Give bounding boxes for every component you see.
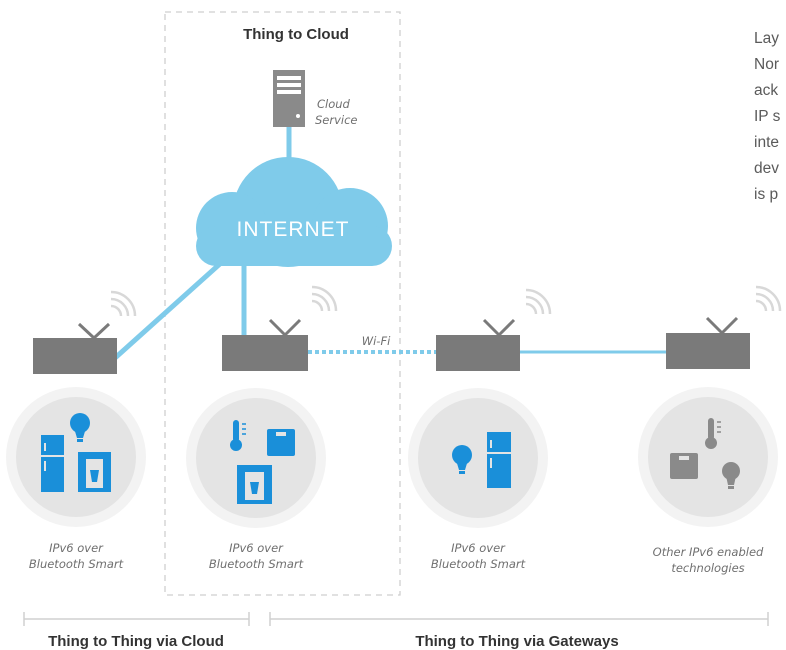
side-text-line: IP s: [754, 108, 781, 125]
wireless-signal-icon: [110, 290, 137, 317]
thermometer-icon: [705, 418, 721, 449]
side-text-line: Lay: [754, 30, 779, 47]
device-group-4: [638, 387, 778, 527]
cloud-to-gateway1-link: [113, 260, 224, 360]
device-group-3: [408, 388, 548, 528]
bracket-label-via-cloud: Thing to Thing via Cloud: [48, 633, 224, 650]
gateway-2: [222, 285, 338, 371]
device-group-caption: Bluetooth Smart: [209, 557, 304, 571]
wireless-signal-icon: [311, 285, 338, 312]
internet-cloud-icon: [196, 157, 392, 267]
coffee-machine-icon: [237, 465, 272, 504]
internet-label: INTERNET: [237, 218, 350, 241]
wifi-label: Wi-Fi: [362, 334, 391, 348]
thing-to-cloud-title: Thing to Cloud: [243, 26, 349, 43]
gateway-3: [436, 288, 552, 371]
scale-icon: [670, 453, 698, 479]
device-group-caption: IPv6 over: [451, 541, 506, 555]
scale-icon: [267, 429, 295, 456]
side-text-line: dev: [754, 160, 779, 177]
server-icon: [273, 70, 305, 127]
side-text-line: is p: [754, 186, 778, 203]
gateway-4: [666, 285, 782, 369]
thermometer-icon: [230, 420, 246, 451]
cloud-service-label: Cloud: [317, 97, 351, 111]
bracket-thing-to-thing-via-cloud: [23, 612, 250, 626]
wireless-signal-icon: [525, 288, 552, 315]
side-text-line: Nor: [754, 56, 779, 73]
refrigerator-icon: [487, 432, 511, 488]
device-group-caption: Other IPv6 enabled: [653, 545, 764, 559]
gateway-1: [33, 290, 137, 374]
thing-to-cloud-region: [164, 11, 401, 596]
device-group-2: [186, 388, 326, 528]
light-bulb-icon: [70, 413, 90, 442]
wireless-signal-icon: [755, 285, 782, 312]
device-group-caption: IPv6 over: [49, 541, 104, 555]
bracket-label-via-gateways: Thing to Thing via Gateways: [415, 633, 618, 650]
device-group-caption: technologies: [671, 561, 744, 575]
device-group-1: [6, 387, 146, 527]
bracket-thing-to-thing-via-gateways: [269, 612, 769, 626]
device-group-caption: Bluetooth Smart: [431, 557, 526, 571]
cloud-service-label: Service: [315, 113, 358, 127]
side-description-text: Lay Nor ack IP s inte dev is p: [754, 30, 781, 203]
device-group-caption: Bluetooth Smart: [29, 557, 124, 571]
side-text-line: ack: [754, 82, 778, 99]
coffee-machine-icon: [78, 452, 111, 492]
device-group-caption: IPv6 over: [229, 541, 284, 555]
refrigerator-icon: [41, 435, 64, 492]
side-text-line: inte: [754, 134, 779, 151]
light-bulb-icon: [722, 462, 740, 489]
light-bulb-icon: [452, 445, 472, 474]
